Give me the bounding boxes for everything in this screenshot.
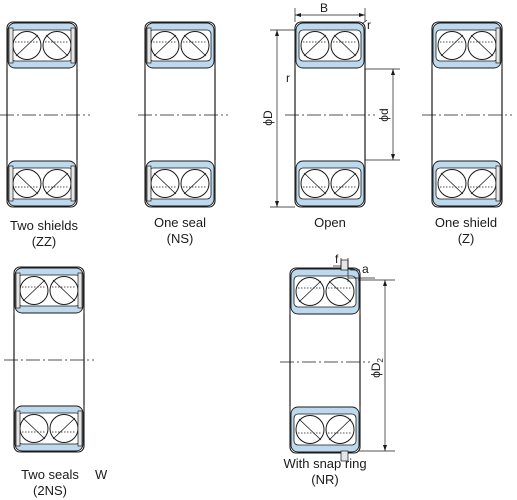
stray-glyph: W [95,467,108,482]
caption-nr-line1: With snap ring [283,456,366,471]
snap-ring-bottom [340,450,349,462]
snap-ring-top [340,259,349,271]
dim-label-width: B [320,1,328,15]
bearing-z [432,22,502,207]
bearing-zz [7,22,77,207]
caption-ns-line2: (NS) [167,231,194,246]
dimension-lines-open [270,8,400,208]
caption-z-line1: One shield [435,215,497,230]
dim-label-a: a [362,262,369,276]
dim-label-f: f [335,252,339,266]
dim-label-radius-side: r [286,71,290,85]
caption-ns-line1: One seal [154,215,206,230]
caption-2ns-line1: Two seals [21,467,79,482]
caption-open: Open [314,215,346,230]
bearing-ns [145,22,215,207]
dim-label-snap-ring-diameter: ϕD2 [369,358,385,378]
dimension-lines-nr [333,258,395,452]
caption-2ns-line2: (2NS) [33,483,67,498]
bearing-2ns [14,267,84,452]
bearing-open [295,22,365,207]
dim-label-bore: ϕd [377,108,391,121]
dim-label-radius-top: r [367,18,371,32]
bearing-nr [290,259,360,462]
caption-zz-line2: (ZZ) [32,234,57,249]
caption-zz-line1: Two shields [10,218,78,233]
caption-z-line2: (Z) [458,231,475,246]
dim-label-outer-diameter: ϕD [261,110,275,126]
caption-nr-line2: (NR) [311,472,338,487]
